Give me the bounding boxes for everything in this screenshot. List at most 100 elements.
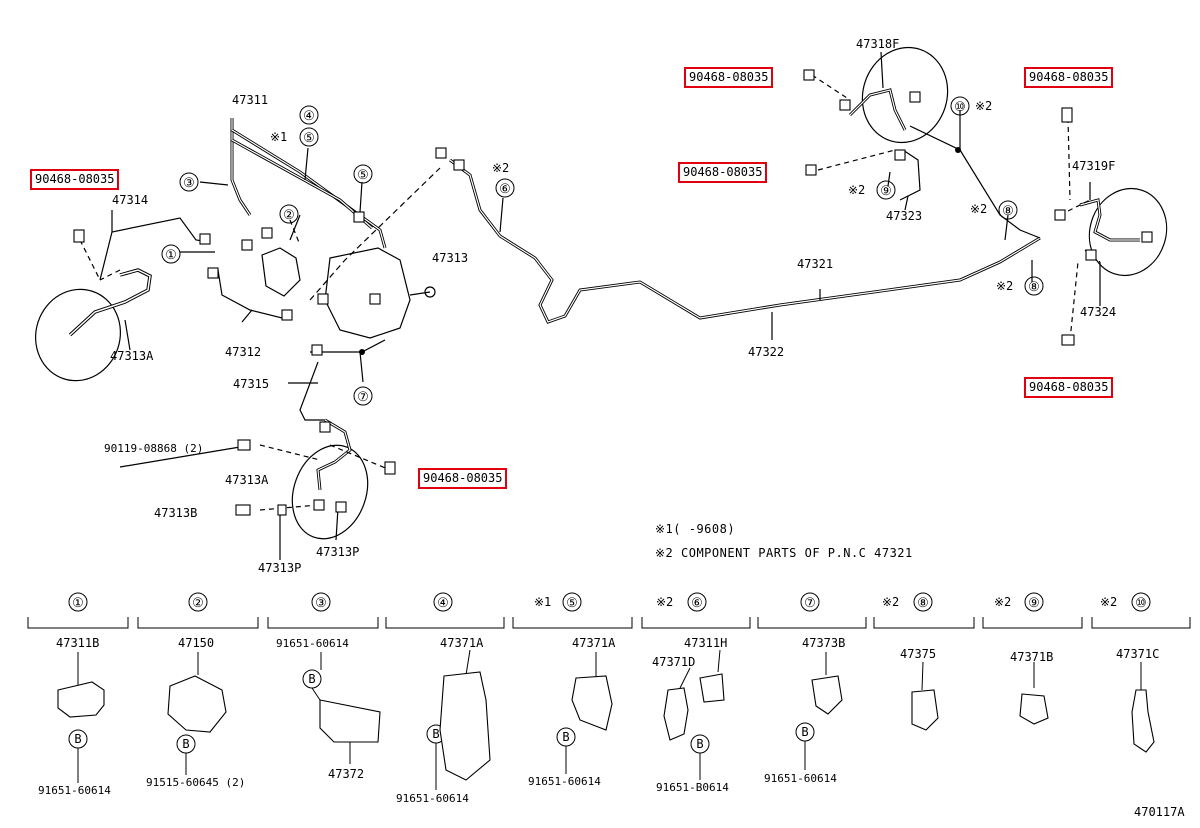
component-mark-8: ※2	[882, 595, 899, 609]
component-5-part-b: 91651-60614	[528, 775, 601, 788]
highlight-90468-08035-rear-mid[interactable]: 90468-08035	[678, 162, 768, 183]
component-2-part-a: 47150	[178, 636, 214, 650]
label-47313P-left: 47313P	[258, 561, 301, 575]
note-1: ※1( -9608)	[655, 522, 736, 536]
mark-2-upper-a: ※2	[492, 161, 509, 175]
callout-8-upper-a: ⑧	[1002, 204, 1014, 219]
highlight-90468-08035-right-bottom[interactable]: 90468-08035	[1024, 377, 1114, 398]
component-4-part-a: 47371A	[440, 636, 484, 650]
label-47311: 47311	[232, 93, 268, 107]
label-47313P-right: 47313P	[316, 545, 359, 559]
note-2: ※2 COMPONENT PARTS OF P.N.C 47321	[655, 546, 913, 560]
label-47313A-left: 47313A	[110, 349, 154, 363]
rear-right-brake-disk	[1088, 187, 1168, 277]
callout-10-upper: ⑩	[954, 100, 966, 115]
part-47375-drawing	[911, 689, 939, 731]
component-5-part-a: 47371A	[572, 636, 616, 650]
component-6-part-a: 47311H	[684, 636, 727, 650]
mark-2-upper-c: ※2	[848, 183, 865, 197]
callout-5-upper-b: ⑤	[357, 168, 369, 183]
part-47371A-drawing-4	[439, 671, 491, 781]
label-47322: 47322	[748, 345, 784, 359]
part-47371C-drawing	[1131, 689, 1155, 753]
component-callout-2: ②	[192, 596, 204, 611]
b-callout-7: B	[801, 725, 808, 739]
lower-brake-caliper	[291, 444, 369, 540]
b-callout-3: B	[308, 672, 315, 686]
mark-2-upper-b: ※2	[975, 99, 992, 113]
mark-1-upper: ※1	[270, 130, 287, 144]
label-47319F: 47319F	[1072, 159, 1115, 173]
b-callout-6: B	[696, 737, 703, 751]
component-callout-8: ⑧	[917, 596, 929, 611]
component-4-part-b: 91651-60614	[396, 792, 469, 805]
part-47371B-drawing	[1019, 693, 1049, 725]
component-1-part-b: 91651-60614	[38, 784, 111, 797]
mark-2-upper-d: ※2	[970, 202, 987, 216]
part-47311H-drawing	[699, 673, 725, 703]
component-callout-1: ①	[72, 596, 84, 611]
rear-left-brake-disk	[861, 46, 949, 144]
callout-2-upper: ②	[283, 208, 295, 223]
part-47150-drawing	[167, 675, 227, 733]
component-callout-6: ⑥	[691, 596, 703, 611]
component-9-part-a: 47371B	[1010, 650, 1053, 664]
component-7-part-b: 91651-60614	[764, 772, 837, 785]
component-callout-10: ⑩	[1135, 596, 1147, 611]
component-10-part-a: 47371C	[1116, 647, 1159, 661]
component-callout-5: ⑤	[566, 596, 578, 611]
component-mark-6: ※2	[656, 595, 673, 609]
part-47371A-drawing-5	[571, 675, 613, 731]
component-2-part-b: 91515-60645 (2)	[146, 776, 245, 789]
callout-3-upper: ③	[183, 176, 195, 191]
highlight-90468-08035-left[interactable]: 90468-08035	[30, 169, 120, 190]
label-47312: 47312	[225, 345, 261, 359]
component-3-part-a: 91651-60614	[276, 637, 349, 650]
label-47318F: 47318F	[856, 37, 899, 51]
component-8-part-a: 47375	[900, 647, 936, 661]
label-47313: 47313	[432, 251, 468, 265]
callout-6-upper: ⑥	[499, 182, 511, 197]
component-6-part-c: 91651-B0614	[656, 781, 729, 794]
label-47324: 47324	[1080, 305, 1116, 319]
b-callout-5: B	[562, 730, 569, 744]
label-47313A-lower: 47313A	[225, 473, 269, 487]
component-mark-10: ※2	[1100, 595, 1117, 609]
callout-5-upper-a: ⑤	[303, 131, 315, 146]
b-callout-4: B	[432, 727, 439, 741]
b-callout-1: B	[74, 732, 81, 746]
callout-9-upper: ⑨	[880, 184, 892, 199]
label-47314: 47314	[112, 193, 148, 207]
mark-2-upper-e: ※2	[996, 279, 1013, 293]
component-callout-3: ③	[315, 596, 327, 611]
callout-7-upper: ⑦	[357, 390, 369, 405]
left-front-brake-disk	[35, 288, 121, 382]
part-47371D-drawing	[663, 687, 689, 741]
component-1-part-a: 47311B	[56, 636, 99, 650]
component-callout-9: ⑨	[1028, 596, 1040, 611]
label-47321: 47321	[797, 257, 833, 271]
figure-id: 470117A	[1134, 805, 1185, 819]
highlight-90468-08035-lower[interactable]: 90468-08035	[418, 468, 508, 489]
part-47373B-drawing	[811, 675, 843, 715]
part-47372-drawing	[319, 699, 381, 743]
label-47323: 47323	[886, 209, 922, 223]
label-47315: 47315	[233, 377, 269, 391]
component-7-part-a: 47373B	[802, 636, 845, 650]
label-90119: 90119-08868 (2)	[104, 442, 203, 455]
b-callout-2: B	[182, 737, 189, 751]
highlight-90468-08035-rear-top[interactable]: 90468-08035	[684, 67, 774, 88]
part-47311B-drawing	[57, 681, 105, 718]
component-mark-5: ※1	[534, 595, 551, 609]
component-3-part-b: 47372	[328, 767, 364, 781]
component-mark-9: ※2	[994, 595, 1011, 609]
component-callout-7: ⑦	[804, 596, 816, 611]
callout-8-upper-b: ⑧	[1028, 280, 1040, 295]
callout-1-upper: ①	[165, 248, 177, 263]
component-6-part-b: 47371D	[652, 655, 695, 669]
label-47313B: 47313B	[154, 506, 197, 520]
highlight-90468-08035-right-top[interactable]: 90468-08035	[1024, 67, 1114, 88]
component-callout-4: ④	[437, 596, 449, 611]
callout-4-upper: ④	[303, 109, 315, 124]
